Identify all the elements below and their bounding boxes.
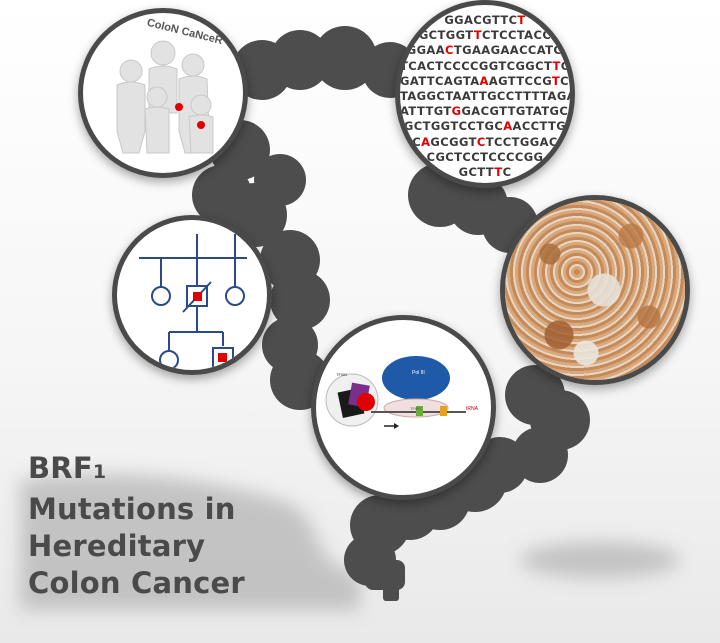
pedigree-female-3 (159, 350, 179, 370)
title-line-1: BRF1 (28, 450, 245, 491)
colon-shadow (20, 474, 680, 610)
pedigree-female-2 (225, 286, 245, 306)
dna-line: TAGGCTAATTGCCTTTTAGAT (400, 89, 575, 104)
label-trna: tRNA (466, 406, 479, 412)
title-line-4: Colon Cancer (28, 566, 245, 600)
label-pol3: Pol III (412, 370, 425, 376)
dna-line: GGACGTTCT (444, 13, 526, 27)
pol3-transcription-diagram: Pol III TFIIIB TFIIIC tRNA (325, 356, 479, 429)
dna-line: GATTCAGTAAAGTTCCGTCCA (400, 73, 570, 88)
title-block: BRF1 Mutations in Hereditary Colon Cance… (28, 450, 245, 602)
title-brf: BRF (28, 451, 93, 485)
title-brf-subscript: 1 (92, 461, 107, 483)
pedigree-chart (139, 234, 247, 370)
mutation-dot-1 (175, 103, 183, 111)
dna-line: CGCTCCTCCCCGG (426, 149, 544, 164)
pedigree-circle (112, 215, 272, 375)
dna-line: GCTGGTTCTCCTACC (418, 28, 552, 43)
dna-line: TCACTCCCCGGTCGGCTTG (400, 58, 571, 73)
family-circle: ColoN CaNceR (78, 8, 248, 178)
dna-line: ATTTGTGGACGTTGTATGCC (400, 104, 570, 119)
dna-line: CAGCGGTCTCCTGGAC (412, 134, 558, 149)
label-tfiiib: TFIIIB (336, 372, 347, 377)
family-figures-icon (116, 40, 214, 154)
label-tfiiic: TFIIIC (410, 406, 421, 411)
dna-line: GCTGGTCCTGCAACCTTG (403, 119, 567, 134)
dna-line: GCTTTC (458, 165, 512, 180)
pedigree-female-1 (151, 286, 171, 306)
tissue-image (505, 200, 685, 380)
title-line-3: Hereditary (28, 529, 206, 563)
transcription-diagram-circle: Pol III TFIIIB TFIIIC tRNA (311, 315, 496, 500)
mutation-dot-2 (197, 121, 205, 129)
tissue-histology-circle (500, 195, 690, 385)
dna-line: GGAACTGAAGAACCATG (406, 43, 564, 58)
title-line-2: Mutations in (28, 492, 236, 526)
